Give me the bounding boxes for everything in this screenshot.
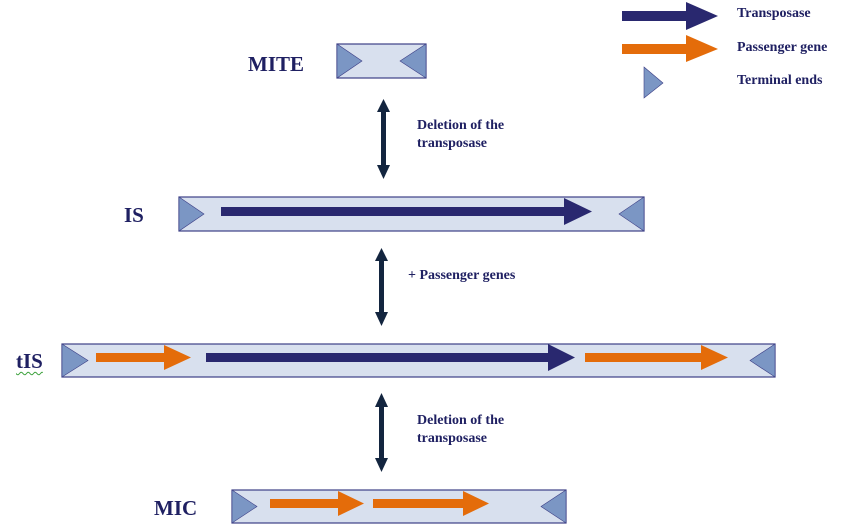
legend-label-terminal: Terminal ends — [737, 73, 823, 88]
passenger-arrow-1 — [270, 491, 364, 516]
tis-element — [61, 343, 776, 378]
legend-terminal-triangle — [643, 66, 664, 99]
terminal-right — [399, 43, 427, 79]
is-element — [178, 196, 645, 232]
terminal-left — [336, 43, 363, 79]
terminal-left — [231, 489, 258, 524]
passenger-arrow-2 — [585, 345, 728, 370]
passenger-arrow-2 — [373, 491, 489, 516]
double-arrow-2 — [375, 248, 388, 326]
terminal-left — [61, 343, 89, 378]
legend-label-transposase: Transposase — [737, 6, 811, 21]
transposase-arrow — [221, 198, 592, 225]
mic-element — [231, 489, 567, 524]
transition-2-label: + Passenger genes — [408, 268, 516, 283]
mite-element — [336, 43, 427, 79]
label-is: IS — [124, 203, 144, 227]
terminal-left — [178, 196, 205, 232]
label-tis: tIS — [16, 349, 43, 373]
transition-1-line1: Deletion of the — [417, 118, 505, 133]
passenger-arrow-1 — [96, 345, 191, 370]
transition-3-line1: Deletion of the — [417, 413, 505, 428]
double-arrow-3 — [375, 393, 388, 472]
terminal-right — [618, 196, 645, 232]
legend-label-passenger: Passenger gene — [737, 40, 828, 55]
label-mic: MIC — [154, 496, 198, 520]
transition-3-line2: transposase — [417, 431, 488, 446]
label-mite: MITE — [248, 52, 305, 76]
legend-transposase-arrow — [622, 2, 718, 30]
double-arrow-1 — [377, 99, 390, 179]
legend-passenger-arrow — [622, 35, 718, 62]
transposase-arrow — [206, 344, 575, 371]
terminal-right — [749, 343, 776, 378]
transition-1-line2: transposase — [417, 136, 488, 151]
terminal-right — [540, 489, 567, 524]
